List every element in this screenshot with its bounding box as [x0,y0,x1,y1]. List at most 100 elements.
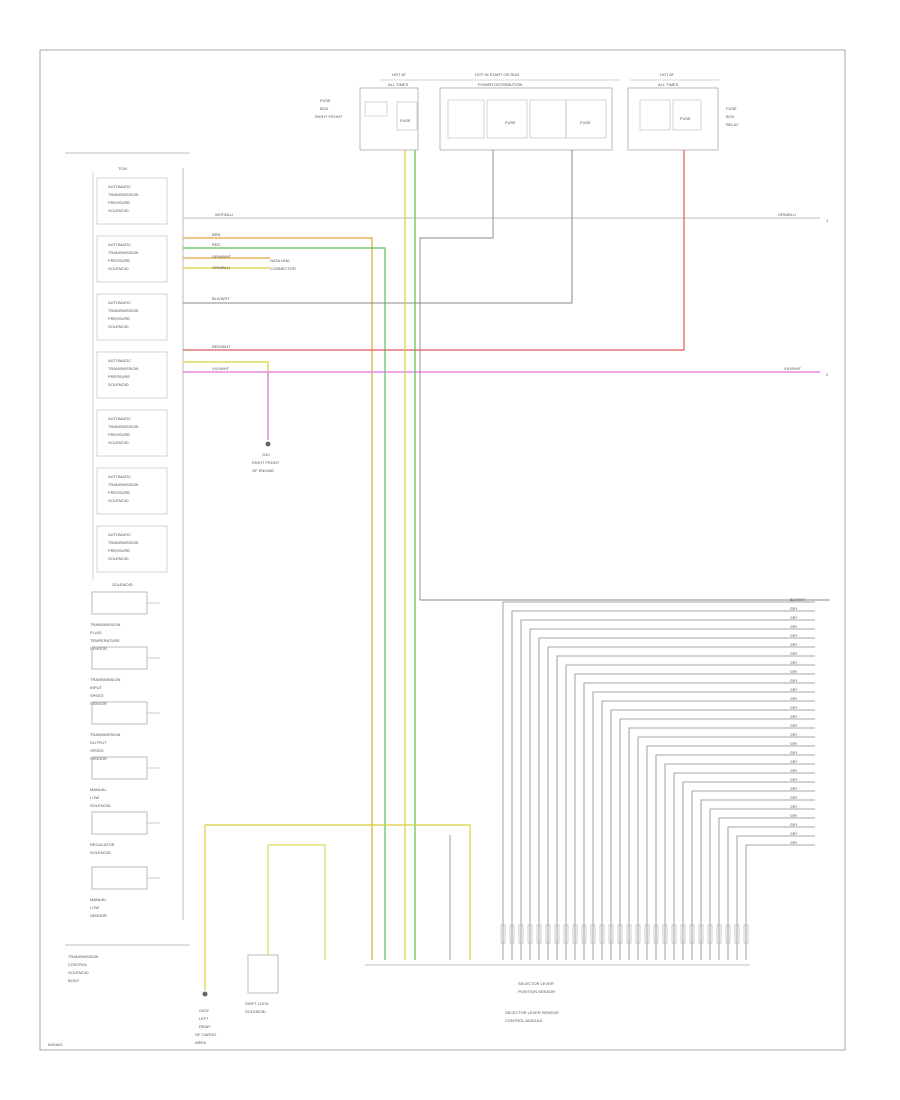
svg-text:SELECTOR LEVER: SELECTOR LEVER [518,981,554,986]
tcm-footer: SOLENOID [112,582,133,587]
svg-text:LEFT: LEFT [199,1016,209,1021]
svg-text:BRN: BRN [212,232,221,237]
sensor-label: SENSOR [90,756,107,761]
bus-wire-label: GRY [790,670,798,674]
top-supply-left: HOT AT ALL TIMES FUSE FUSE BOX RIGHT FRO… [315,72,419,151]
selector-wire: GRY [608,706,815,960]
svg-text:BOX: BOX [726,114,735,119]
bus-wire-label: GRY [790,814,798,818]
selector-wire: GRY [554,652,815,960]
bus-wire-label: GRY [790,607,798,611]
sensor-label: SOLENOID [90,803,111,808]
selector-wire: GRY [653,751,815,960]
selector-wire: GRY [599,697,815,960]
selector-wire: GRY [698,796,815,960]
svg-text:REAR: REAR [199,1024,210,1029]
svg-text:1: 1 [826,218,829,223]
bus-wire-label: GRY [790,634,798,638]
svg-text:RIGHT FRONT: RIGHT FRONT [315,114,343,119]
tcm-unit-label: TRANSMISSION [108,424,139,429]
bus-wire-label: GRY [790,823,798,827]
tcm-unit-label: SOLENOID [108,208,129,213]
sensor-stack: TRANSMISSION FLUID TEMPERATURE SENSOR TRANSM… [90,591,160,918]
bus-wire-label: GRY [790,661,798,665]
selector-wire: GRY [572,670,815,960]
tcm-unit-label: TRANSMISSION [108,308,139,313]
bus-wire-label: GRY [790,688,798,692]
tcm-unit-label: TRANSMISSION [108,366,139,371]
sensor-label: SENSOR [90,701,107,706]
svg-text:2: 2 [826,372,829,377]
selector-wire: BLK/WHT [500,598,815,960]
tcm-unit-label: AUTOMATIC [108,532,131,537]
svg-text:FUSE: FUSE [726,106,737,111]
tcm-unit-label: AUTOMATIC [108,358,131,363]
bus-wire-label: GRY [790,787,798,791]
sensor-label: TEMPERATURE [90,638,120,643]
svg-text:ORN/BLU: ORN/BLU [212,265,230,270]
diagram-frame [39,49,846,1051]
sensor-label: LOW [90,795,99,800]
sensor-label: FLUID [90,630,102,635]
tcm-unit-label: SOLENOID [108,440,129,445]
selector-wire: GRY [617,715,815,960]
selector-wire: GRY [581,679,815,960]
selector-wire: GRY [707,805,815,960]
sensor-label: LOW [90,905,99,910]
tcm-unit-label: PRESSURE [108,490,130,495]
bus-wire-label: GRY [790,778,798,782]
bus-wire-label: GRY [790,796,798,800]
selector-wire: GRY [689,787,815,960]
tcm-unit-stack: AUTOMATIC TRANSMISSION PRESSURE SOLENOID AUT… [96,177,168,573]
tcm-unit-label: PRESSURE [108,200,130,205]
bus-wire-label: GRY [790,652,798,656]
sensor-label: SPEED [90,748,104,753]
svg-text:CONTROL: CONTROL [68,962,88,967]
svg-text:SOLENOID: SOLENOID [245,1009,266,1014]
supply-header: POWER DISTRIBUTION [478,82,523,87]
svg-text:G10: G10 [262,452,270,457]
bus-wire-label: GRY [790,679,798,683]
tcm-title: TCM [118,166,127,171]
bus-wire-label: GRY [790,805,798,809]
svg-text:OF ENGINE: OF ENGINE [252,468,274,473]
ground-symbol [265,441,271,447]
svg-text:SELECTOR LEVER SENSOR: SELECTOR LEVER SENSOR [505,1010,559,1015]
selector-wire: GRY [527,625,815,960]
svg-text:CONTROL MODULE: CONTROL MODULE [505,1018,543,1023]
tcm-unit-label: AUTOMATIC [108,184,131,189]
bus-wire-label: GRY [790,715,798,719]
selector-wire: GRY [725,823,815,960]
tcm-unit-label: TRANSMISSION [108,540,139,545]
svg-text:FUSE: FUSE [400,118,411,123]
tcm-unit-label: TRANSMISSION [108,482,139,487]
svg-text:FUSE: FUSE [505,120,516,125]
sensor-label: MANUAL [90,897,107,902]
supply-header: HOT AT [392,72,407,77]
selector-wire: GRY [671,769,815,960]
svg-text:ORN/WHT: ORN/WHT [212,254,232,259]
tcm-unit-label: PRESSURE [108,316,130,321]
tcm-unit-label: PRESSURE [108,432,130,437]
svg-text:RED: RED [212,242,221,247]
sensor-label: SPEED [90,693,104,698]
sensor-label: TRANSMISSION [90,732,121,737]
footer: W/DIAG [48,1042,63,1047]
sensor-label: TRANSMISSION [90,622,121,627]
bus-wire-label: GRY [790,760,798,764]
selector-wire: GRY [644,742,815,960]
selector-wire: GRY [563,661,815,960]
right-label: ORN/BLU [778,212,796,217]
tcm-unit-label: SOLENOID [108,382,129,387]
tcm-unit-label: AUTOMATIC [108,474,131,479]
